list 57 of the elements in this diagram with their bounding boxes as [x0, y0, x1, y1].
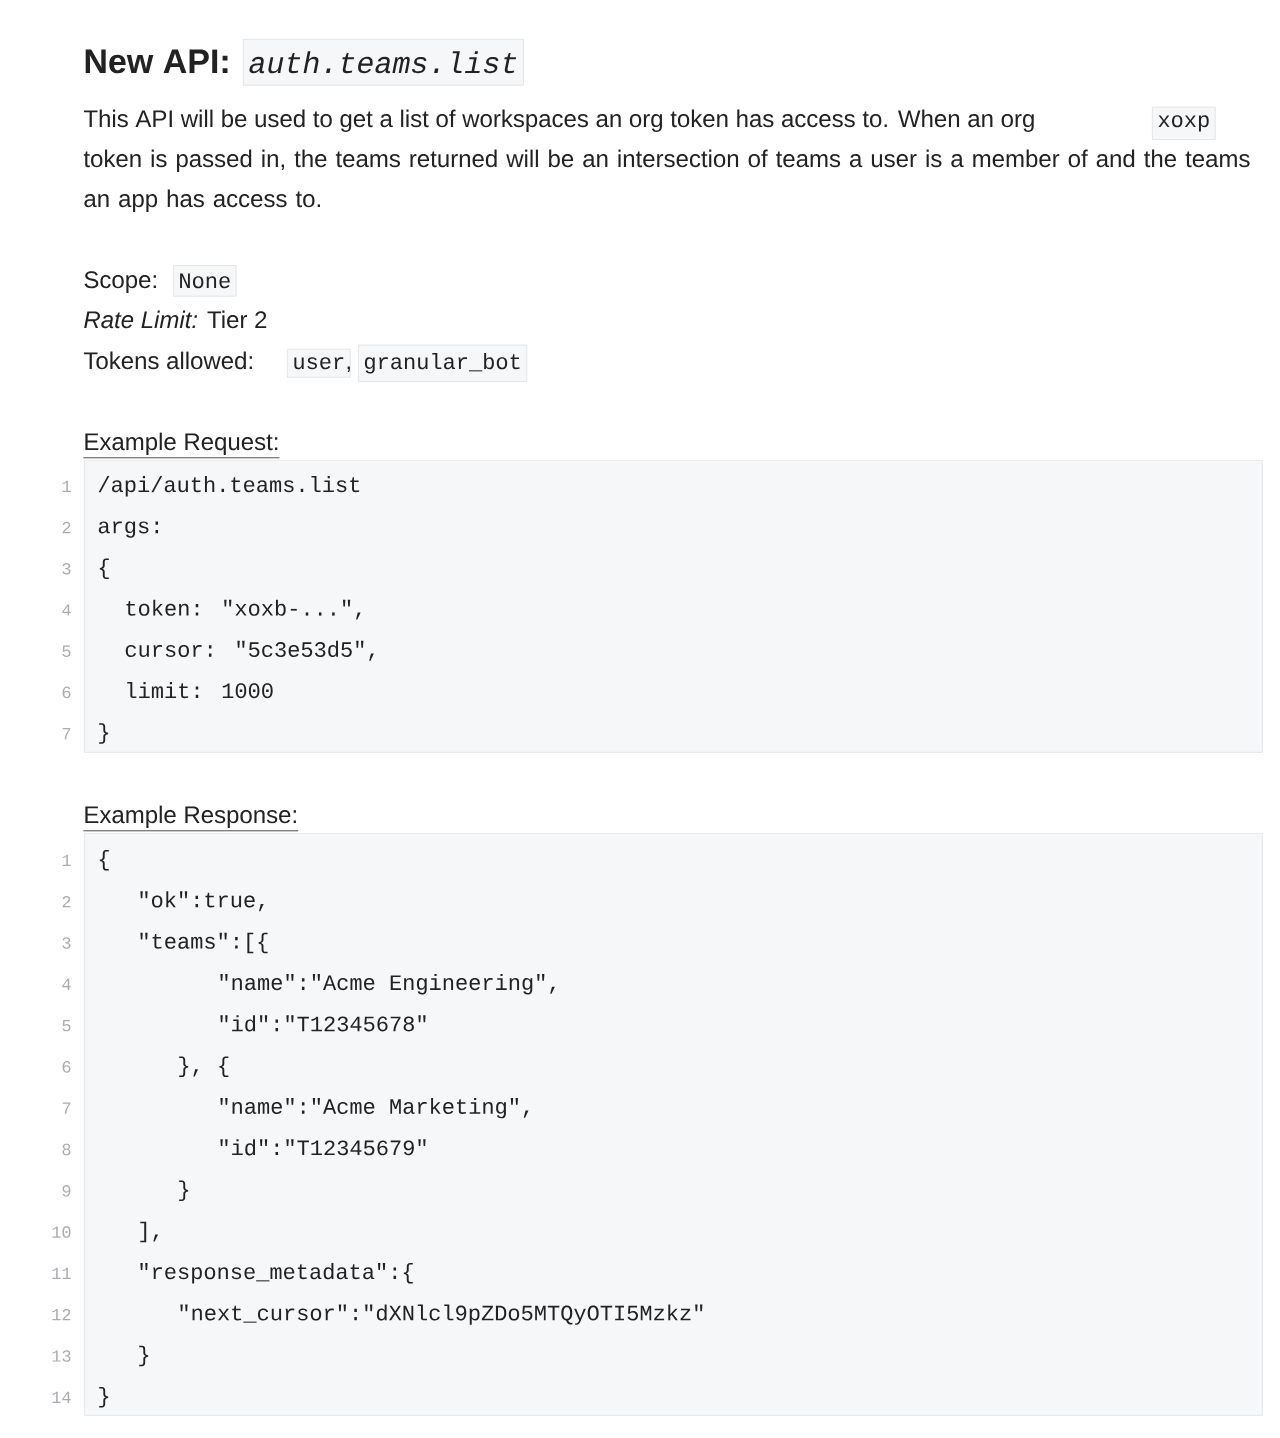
line-number: 14: [52, 1391, 71, 1403]
code-line: }: [179, 1180, 189, 1201]
line-number: 13: [52, 1350, 71, 1362]
line-number: 7: [62, 728, 71, 740]
line-number: 1: [62, 480, 71, 492]
code-line: "id":"T12345678": [220, 1015, 426, 1032]
code-line: "id":"T12345679": [220, 1139, 426, 1156]
code-line: "ok":true,: [140, 891, 264, 912]
line-number: 1: [62, 854, 71, 866]
line-number: 4: [62, 978, 71, 990]
text: Tokens allowed:: [83, 351, 252, 370]
code-line: "name":"Acme Marketing",: [220, 1097, 529, 1119]
line-number: 2: [62, 895, 71, 908]
code-line: limit: 1000: [127, 682, 273, 699]
code-line: /api/auth.teams.list: [98, 476, 360, 497]
code-line: "name":"Acme Engineering",: [220, 973, 555, 995]
section-heading: Example Response:: [83, 805, 299, 832]
code-line: cursor: "5c3e53d5",: [125, 640, 374, 661]
code-line: token: "xoxb-...",: [126, 599, 361, 620]
code-line: "response_metadata":{: [140, 1263, 413, 1284]
code-line: }: [99, 1387, 109, 1408]
line-number: 5: [62, 645, 71, 657]
inline-code: auth.teams.list: [243, 38, 524, 86]
line-number: 2: [62, 521, 71, 534]
code-block: [52, 805, 1263, 1416]
section-heading: Example Request:: [83, 432, 280, 459]
line-number: 6: [62, 1061, 71, 1073]
line-number: 4: [62, 604, 71, 616]
code-line: }, {: [179, 1056, 229, 1078]
text: Scope:: [84, 271, 156, 293]
line-number: 3: [62, 563, 71, 575]
line-number: 7: [62, 1102, 71, 1114]
code-line: "teams":[{: [140, 932, 268, 954]
line-number: 10: [52, 1226, 71, 1238]
line-number: 3: [62, 937, 71, 949]
code-line: {: [99, 558, 109, 579]
code-block: [62, 432, 1263, 753]
line-number: 11: [52, 1267, 71, 1279]
text: ,: [347, 366, 350, 373]
text: This API will be used to get a list of workspaces an org token has access to. When an org: [83, 109, 1034, 132]
paragraph: token is passed in, the teams returned will be an intersection of teams a user is a member of and the teams an app has access to.: [83, 149, 1250, 212]
text: Rate Limit: Tier 2: [84, 310, 267, 329]
line-number: 9: [62, 1185, 71, 1197]
line-number: 8: [62, 1143, 71, 1156]
code-line: "next_cursor":"dXNlcl9pZDo5MTQyOTI5Mzkz": [180, 1304, 703, 1325]
heading: New API:: [85, 49, 228, 74]
line-number: 6: [62, 686, 71, 699]
inline-code: None: [173, 265, 237, 297]
line-number: 5: [62, 1020, 71, 1032]
inline-code: granular_bot: [358, 344, 528, 382]
inline-code: xoxp: [1152, 106, 1216, 140]
code-line: ],: [140, 1221, 159, 1243]
line-number: 12: [52, 1308, 71, 1321]
code-line: args:: [98, 521, 159, 538]
code-line: {: [99, 850, 109, 871]
code-line: }: [99, 723, 109, 744]
code-line: }: [139, 1345, 149, 1367]
